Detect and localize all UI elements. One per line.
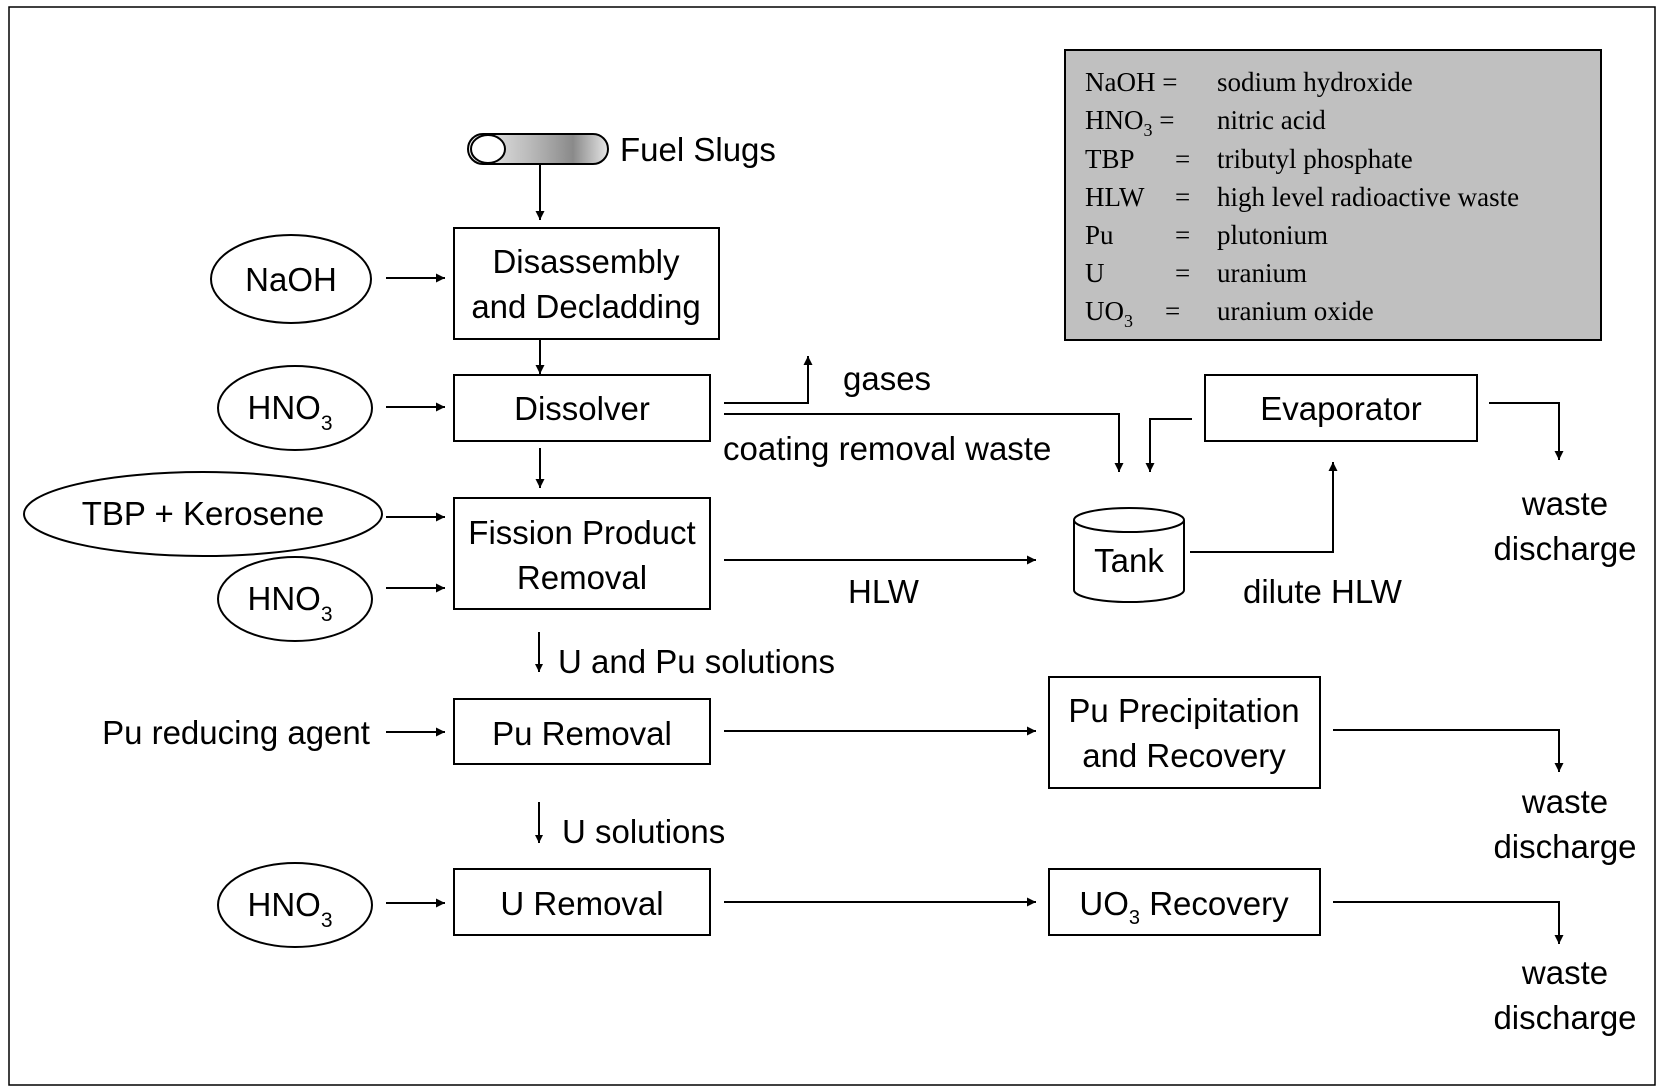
arrow-dilute-hlw: [1190, 462, 1338, 553]
fission-product-box: [453, 497, 711, 610]
fission-label-line1: Fission Product: [468, 514, 695, 551]
evaporator-box: [1204, 374, 1478, 442]
dilute-hlw-label: dilute HLW: [1243, 573, 1403, 610]
pu-reducing-agent-label: Pu reducing agent: [102, 714, 370, 751]
legend-eq-hlw: =: [1175, 182, 1190, 212]
main-arrows: [535, 339, 545, 843]
arrow-gases: [724, 356, 813, 404]
hlw-label: HLW: [848, 573, 920, 610]
input-arrows: [386, 273, 445, 908]
arrow-evaporator-waste: [1489, 402, 1564, 460]
uo3-recovery-box: [1048, 868, 1321, 936]
legend-meaning-tbp: tributyl phosphate: [1217, 144, 1413, 174]
legend-eq-u: =: [1175, 258, 1190, 288]
gases-label: gases: [843, 360, 931, 397]
u-removal-label: U Removal: [500, 885, 663, 922]
legend-box: [1064, 49, 1602, 341]
uo3-recovery-label: UO3 Recovery: [1079, 885, 1289, 929]
arrow-uo3-waste: [1333, 901, 1564, 944]
pu-removal-box: [453, 698, 711, 765]
pu-precip-label-line2: and Recovery: [1082, 737, 1286, 774]
hno3-dissolver-label: HNO3: [247, 389, 332, 435]
process-boxes: [453, 227, 1478, 936]
dissolver-label: Dissolver: [514, 390, 650, 427]
waste-discharge-2-line1: waste: [1521, 783, 1608, 820]
legend-meaning-pu: plutonium: [1217, 220, 1328, 250]
outer-frame: [8, 6, 1656, 1086]
pu-removal-label: Pu Removal: [492, 715, 672, 752]
side-flows: [724, 356, 1564, 944]
waste-discharge-1-line1: waste: [1521, 485, 1608, 522]
waste-discharge-1-line2: discharge: [1493, 530, 1636, 567]
pu-precipitation-box: [1048, 676, 1321, 789]
legend-meaning-u: uranium: [1217, 258, 1307, 288]
legend-abbr-u: U: [1085, 258, 1105, 288]
legend-rows: NaOH = sodium hydroxide HNO3 = nitric ac…: [1085, 67, 1519, 331]
disassembly-box: [453, 227, 720, 340]
legend-abbr-pu: Pu: [1085, 220, 1114, 250]
legend-abbr-hno3: HNO3 =: [1085, 105, 1174, 140]
tank-label: Tank: [1094, 542, 1164, 579]
flow-labels: gases coating removal waste HLW dilute H…: [558, 360, 1637, 1036]
coating-waste-label: coating removal waste: [723, 430, 1051, 467]
tank-top-icon: [1073, 507, 1185, 533]
waste-discharge-3-line1: waste: [1521, 954, 1608, 991]
legend-abbr-tbp: TBP: [1085, 144, 1135, 174]
fuel-slugs-label: Fuel Slugs: [620, 131, 776, 168]
pu-precip-label-line1: Pu Precipitation: [1068, 692, 1299, 729]
fuel-slugs: Fuel Slugs: [467, 131, 776, 168]
naoh-label: NaOH: [245, 261, 337, 298]
legend-meaning-hno3: nitric acid: [1217, 105, 1326, 135]
fuel-slug-end-icon: [470, 134, 506, 164]
legend-abbr-naoh: NaOH =: [1085, 67, 1177, 97]
fission-label-line2: Removal: [517, 559, 647, 596]
arrow-coating-waste: [724, 413, 1124, 472]
legend-meaning-hlw: high level radioactive waste: [1217, 182, 1519, 212]
naoh-input-node: [210, 234, 372, 324]
legend-eq-uo3: =: [1165, 296, 1180, 326]
inputs: NaOH HNO3 TBP + Kerosene HNO3 Pu reducin…: [23, 234, 383, 948]
u-solutions-label: U solutions: [562, 813, 725, 850]
legend-eq-pu: =: [1175, 220, 1190, 250]
hno3-u-node: [217, 862, 373, 948]
disassembly-label-line2: and Decladding: [471, 288, 700, 325]
arrow-pu-precip-waste: [1333, 729, 1564, 772]
legend-eq-tbp: =: [1175, 144, 1190, 174]
hno3-dissolver-node: [217, 365, 373, 451]
hno3-fission-node: [217, 556, 373, 642]
waste-discharge-3-line2: discharge: [1493, 999, 1636, 1036]
legend-abbr-hlw: HLW: [1085, 182, 1145, 212]
hno3-u-label: HNO3: [247, 886, 332, 932]
dissolver-box: [453, 374, 711, 442]
tank-body-icon: [1073, 520, 1185, 603]
process-labels: Disassembly and Decladding Dissolver Fis…: [468, 243, 1421, 929]
tbp-kerosene-node: [23, 471, 383, 557]
u-removal-box: [453, 868, 711, 936]
evaporator-label: Evaporator: [1260, 390, 1421, 427]
legend-abbr-uo3: UO3: [1085, 296, 1133, 331]
legend-meaning-uo3: uranium oxide: [1217, 296, 1374, 326]
arrow-evaporator-to-tank: [1145, 418, 1192, 472]
u-pu-solutions-label: U and Pu solutions: [558, 643, 835, 680]
tank: Tank: [1073, 507, 1185, 603]
disassembly-label-line1: Disassembly: [492, 243, 680, 280]
waste-discharge-labels: waste discharge waste discharge waste di…: [1493, 485, 1636, 1036]
hno3-fission-label: HNO3: [247, 580, 332, 626]
legend: NaOH = sodium hydroxide HNO3 = nitric ac…: [1064, 49, 1602, 341]
tbp-kerosene-label: TBP + Kerosene: [82, 495, 324, 532]
waste-discharge-2-line2: discharge: [1493, 828, 1636, 865]
legend-meaning-naoh: sodium hydroxide: [1217, 67, 1413, 97]
